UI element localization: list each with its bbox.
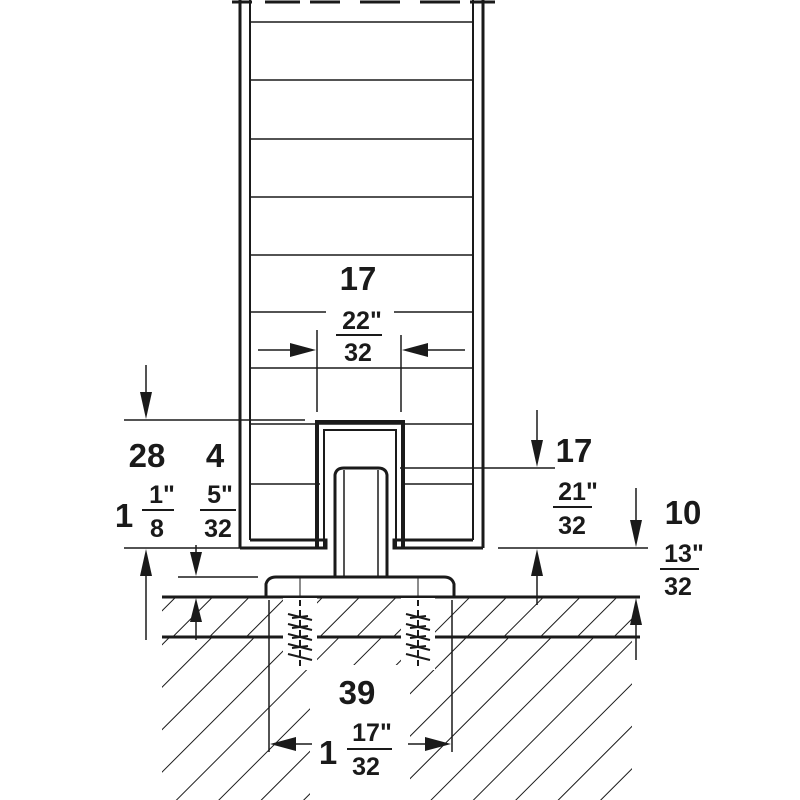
dim-gap: 4 5" 32 [200, 437, 236, 543]
dimension-lines [124, 330, 648, 752]
base-width-inch-den: 32 [352, 753, 380, 781]
gap-inch-den: 32 [204, 515, 232, 543]
groove-depth-mm: 17 [556, 432, 593, 469]
floor-clearance-mm: 10 [665, 494, 702, 531]
floor-clearance-inch-den: 32 [664, 573, 692, 601]
gap-inch-num: 5" [207, 481, 233, 509]
base-plate [264, 575, 456, 599]
gap-mm: 4 [206, 437, 225, 474]
dim-groove-depth: 17 21" 32 [553, 432, 598, 540]
screw-right-icon [405, 600, 431, 668]
floor-clearance-inch-num: 13" [664, 540, 704, 568]
base-width-inch-num: 17" [352, 719, 392, 747]
door-panel [232, 0, 495, 550]
dim-base-width: 39 1 17" 32 [319, 674, 392, 781]
groove-width-inch-num: 22" [342, 307, 382, 335]
guide-pin [333, 466, 389, 577]
panel-slats [250, 21, 473, 485]
dim-door-height: 28 1 1" 8 [115, 437, 175, 543]
dim-groove-width: 17 22" 32 [325, 260, 395, 367]
base-width-mm: 39 [339, 674, 376, 711]
screws [283, 598, 435, 670]
groove-depth-inch-num: 21" [558, 478, 598, 506]
door-height-inch-whole: 1 [115, 497, 133, 534]
door-height-mm: 28 [129, 437, 166, 474]
arrowheads [140, 343, 642, 751]
groove-width-inch-den: 32 [344, 339, 372, 367]
door-height-inch-num: 1" [149, 481, 175, 509]
screw-left-icon [287, 600, 313, 668]
door-height-inch-den: 8 [150, 515, 164, 543]
groove-width-mm: 17 [340, 260, 377, 297]
base-width-inch-whole: 1 [319, 734, 337, 771]
dim-floor-clearance: 10 13" 32 [660, 494, 704, 601]
groove-depth-inch-den: 32 [558, 512, 586, 540]
